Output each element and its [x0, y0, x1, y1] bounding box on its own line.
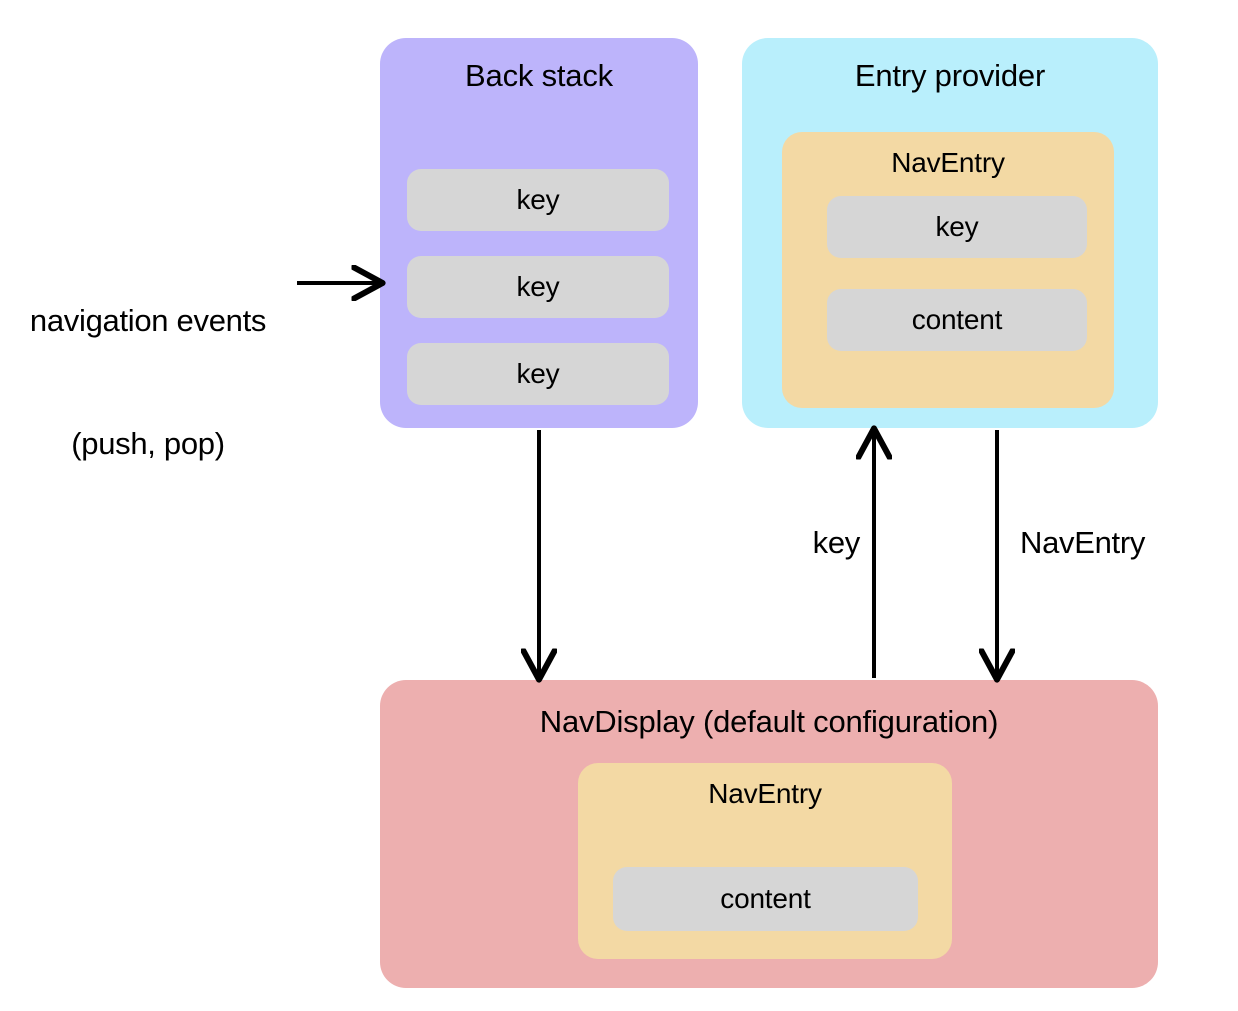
nav-display-container: NavDisplay (default configuration) NavEn…	[380, 680, 1158, 988]
edge-label-key: key	[812, 525, 861, 560]
nav-display-title: NavDisplay (default configuration)	[539, 704, 999, 739]
back-stack-title: Back stack	[465, 58, 613, 93]
back-stack-key-chip-2: key	[407, 256, 669, 318]
entry-provider-nav-entry-title: NavEntry	[891, 147, 1005, 178]
navigation-events-label: navigation events (push, pop)	[8, 218, 288, 546]
navigation-events-label-line1: navigation events	[29, 303, 267, 338]
back-stack-key-chip-3: key	[407, 343, 669, 405]
nav-display-content-chip: content	[613, 867, 918, 931]
entry-provider-nav-entry-container: NavEntry key content	[782, 132, 1114, 408]
entry-provider-content-chip: content	[827, 289, 1087, 351]
entry-provider-title: Entry provider	[854, 58, 1046, 93]
nav-display-nav-entry-container: NavEntry content	[578, 763, 952, 959]
edge-label-nav-entry: NavEntry	[1020, 525, 1146, 560]
back-stack-container: Back stack key key key	[380, 38, 698, 428]
back-stack-key-chip-1: key	[407, 169, 669, 231]
navigation-events-label-line2: (push, pop)	[71, 426, 225, 461]
entry-provider-key-chip: key	[827, 196, 1087, 258]
entry-provider-container: Entry provider NavEntry key content	[742, 38, 1158, 428]
nav-display-nav-entry-title: NavEntry	[708, 778, 822, 809]
